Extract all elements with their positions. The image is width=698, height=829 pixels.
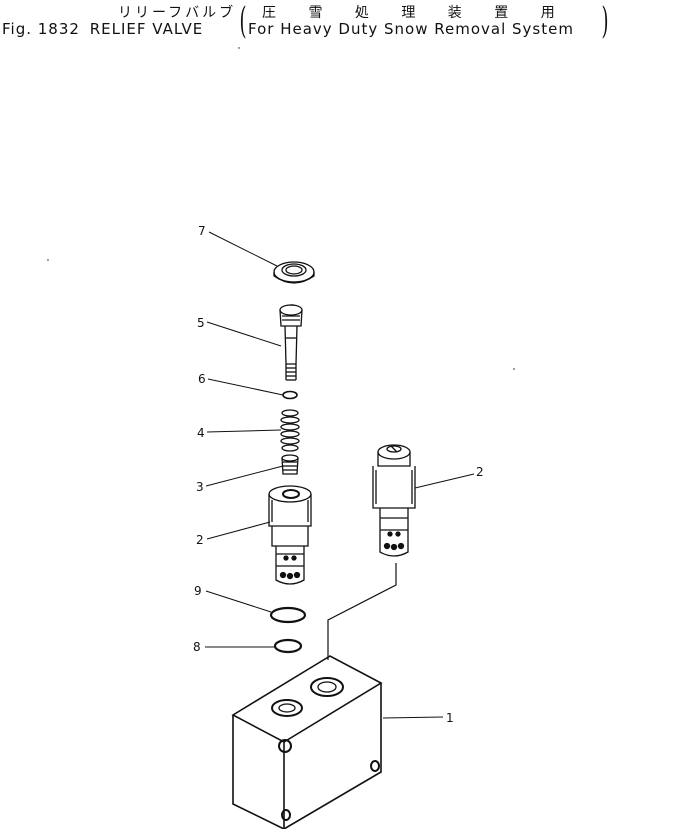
part-1-valve-block xyxy=(231,655,383,829)
scan-speck xyxy=(513,368,515,370)
part-2-valve-body-left xyxy=(268,485,312,585)
title-application: For Heavy Duty Snow Removal System xyxy=(248,20,574,38)
callout-4: 4 xyxy=(197,426,205,440)
leader-lines xyxy=(205,231,475,719)
scan-speck xyxy=(47,259,49,261)
callout-7: 7 xyxy=(198,224,206,238)
callout-2-left: 2 xyxy=(196,533,204,547)
figure-title: リリーフバルブ ( 圧 雪 処 理 装 置 用 Fig. 1832 RELIEF… xyxy=(0,0,698,48)
title-japanese-application: 圧 雪 処 理 装 置 用 xyxy=(262,5,569,21)
part-8-o-ring xyxy=(273,638,303,654)
part-9-o-ring xyxy=(269,606,307,624)
part-4-spring xyxy=(280,409,300,452)
title-japanese: リリーフバルブ xyxy=(118,5,237,21)
part-3-poppet xyxy=(281,454,299,475)
callout-3: 3 xyxy=(196,480,204,494)
assembly-indicator-line xyxy=(327,563,397,660)
scan-speck xyxy=(238,47,240,49)
callout-8: 8 xyxy=(193,640,201,654)
part-name: RELIEF VALVE xyxy=(89,20,204,38)
part-7-nut xyxy=(273,261,315,284)
part-5-adjust-screw xyxy=(279,304,303,381)
title-english: Fig. 1832 RELIEF VALVE xyxy=(2,20,203,38)
figure-number: Fig. 1832 xyxy=(2,20,80,38)
callout-2-right: 2 xyxy=(476,465,484,479)
callout-5: 5 xyxy=(197,316,205,330)
callout-9: 9 xyxy=(194,584,202,598)
part-2-valve-assembled-right xyxy=(372,444,416,557)
part-6-o-ring xyxy=(282,390,298,400)
title-open-paren: ( xyxy=(239,1,247,42)
callout-1: 1 xyxy=(446,711,454,725)
title-close-paren: ) xyxy=(601,1,609,42)
callout-6: 6 xyxy=(198,372,206,386)
